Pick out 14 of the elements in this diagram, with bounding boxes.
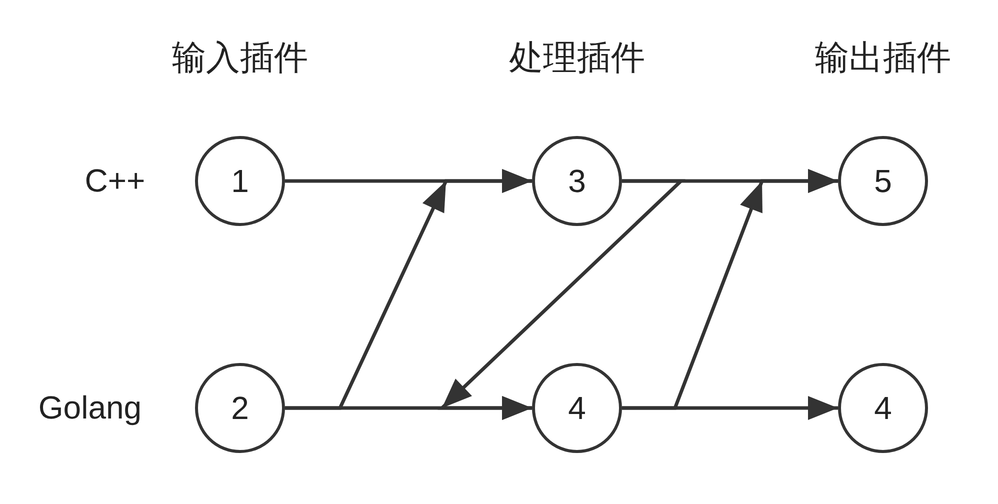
row-label: Golang	[38, 390, 142, 426]
column-heading: 输出插件	[815, 38, 951, 79]
arrow	[438, 179, 686, 420]
arrow	[285, 169, 532, 410]
column-heading: 处理插件	[509, 38, 645, 79]
arrow	[622, 169, 838, 410]
node-number: 5	[874, 162, 892, 200]
node-number: 1	[231, 162, 249, 200]
column-heading: 输入插件	[172, 38, 308, 79]
node-number: 4	[568, 390, 586, 426]
row-label: C++	[84, 162, 146, 200]
node-number: 4	[874, 390, 892, 426]
node-number: 3	[568, 162, 586, 200]
node-number: 2	[231, 390, 249, 426]
